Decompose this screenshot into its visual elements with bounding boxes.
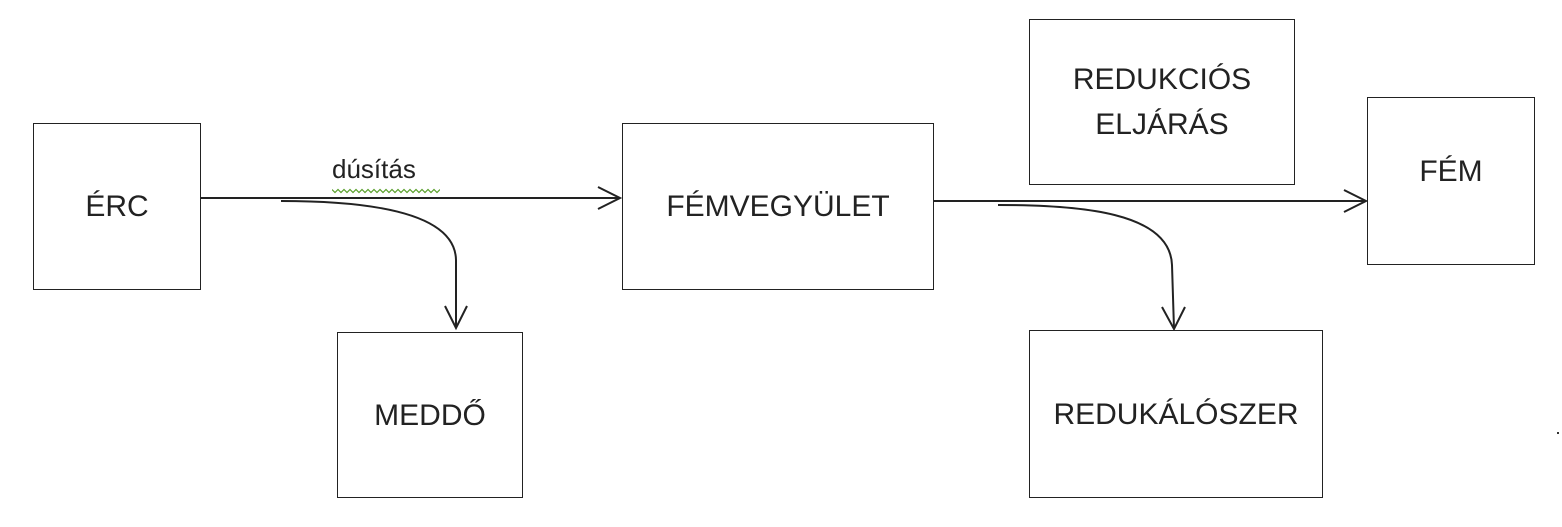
box-redukcios-line-2: ELJÁRÁS: [1095, 108, 1229, 141]
box-redukaloszer-label: REDUKÁLÓSZER: [1053, 397, 1299, 431]
box-erc-label: ÉRC: [85, 190, 149, 223]
box-redukcios-eljaras-text: REDUKCIÓS ELJÁRÁS: [1073, 57, 1251, 147]
box-femvegyulet-label: FÉMVEGYÜLET: [666, 190, 890, 223]
box-femvegyulet: FÉMVEGYÜLET: [622, 123, 934, 290]
spellcheck-underline: [332, 188, 440, 194]
arrowhead-femvegyulet: [597, 186, 623, 210]
box-fem-label: FÉM: [1419, 154, 1483, 188]
box-erc: ÉRC: [33, 123, 201, 290]
box-meddo-label: MEDDŐ: [374, 398, 486, 432]
arrowhead-redukaloszer: [1161, 306, 1186, 332]
box-redukcios-line-1: REDUKCIÓS: [1072, 63, 1252, 96]
box-fem: FÉM: [1367, 97, 1535, 265]
box-meddo: MEDDŐ: [337, 332, 523, 498]
arrowhead-fem: [1343, 189, 1369, 213]
box-redukaloszer: REDUKÁLÓSZER: [1029, 330, 1323, 498]
box-redukcios-eljaras: REDUKCIÓS ELJÁRÁS: [1029, 19, 1295, 185]
arrow-to-meddo: [280, 200, 457, 328]
stray-dot: [1557, 432, 1559, 434]
edge-label-dusitas: dúsítás: [332, 154, 416, 184]
arrow-to-redukaloszer: [997, 204, 1175, 330]
arrowhead-meddo: [444, 305, 468, 331]
